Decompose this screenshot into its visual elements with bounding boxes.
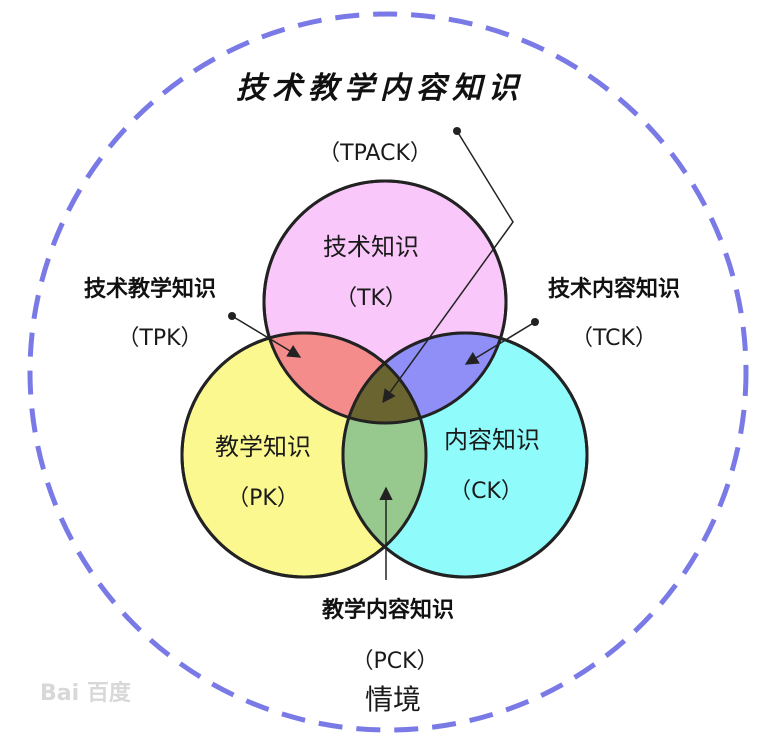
tpack-pointer-line [382, 130, 514, 404]
tck-pointer-line [464, 321, 536, 365]
tck-pointer [464, 318, 539, 365]
tpack-pointer [382, 127, 514, 404]
tpk-abbr: （TPK） [117, 326, 202, 351]
tk-abbr: （TK） [335, 286, 407, 311]
context-circle [27, 11, 749, 733]
ck-label: 内容知识 [444, 426, 540, 454]
ck-abbr: （CK） [449, 479, 523, 504]
tck-label: 技术内容知识 [548, 276, 680, 302]
pk-outline [180, 331, 428, 579]
tk-label: 技术知识 [323, 233, 419, 261]
tpack-region [343, 333, 426, 423]
pck-abbr: （PCK） [351, 649, 438, 674]
tpk-pointer [228, 312, 302, 358]
pk-abbr: （PK） [227, 486, 299, 511]
ck-outline [341, 331, 589, 579]
tk-outline [262, 179, 508, 425]
context-label: 情境 [365, 683, 421, 716]
diagram-title: 技术教学内容知识 [236, 71, 524, 106]
tpack-abbr: （TPACK） [318, 141, 432, 166]
pk-label: 教学知识 [215, 433, 311, 461]
watermark-text: Bai 百度 [40, 680, 132, 706]
watermark-logo: Bai 百度 [40, 680, 132, 706]
tpk-label: 技术教学知识 [84, 276, 216, 302]
pck-label: 教学内容知识 [322, 597, 454, 623]
tpk-pointer-line [231, 315, 302, 358]
tck-abbr: （TCK） [571, 326, 657, 351]
